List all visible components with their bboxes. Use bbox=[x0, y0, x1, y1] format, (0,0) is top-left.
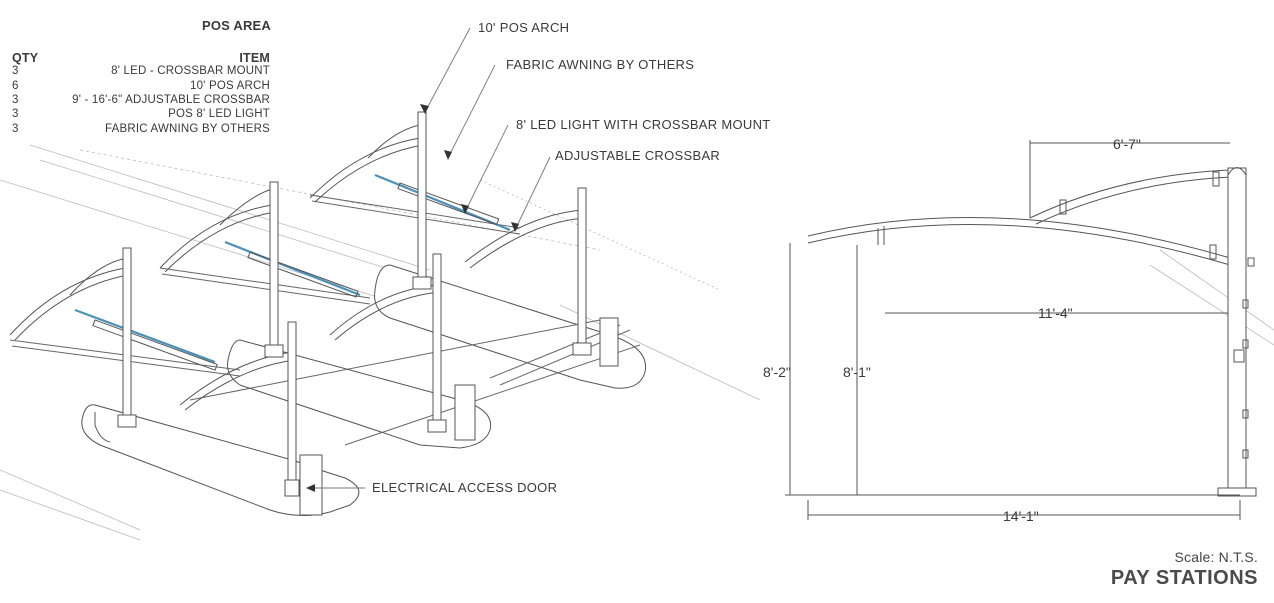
posts bbox=[117, 111, 592, 493]
dim-mid-span: 11'-4" bbox=[1038, 305, 1073, 321]
kiosks bbox=[284, 317, 619, 516]
row-item: 9' - 16'-6" ADJUSTABLE CROSSBAR bbox=[72, 94, 270, 106]
callout-access-door: ELECTRICAL ACCESS DOOR bbox=[372, 480, 558, 495]
row-item: 8' LED - CROSSBAR MOUNT bbox=[111, 65, 270, 77]
dim-base-span: 14'-1" bbox=[1003, 508, 1039, 524]
row-qty: 3 bbox=[12, 65, 19, 77]
callout-crossbar: ADJUSTABLE CROSSBAR bbox=[555, 148, 721, 163]
qty-header: QTY bbox=[12, 51, 39, 65]
elevation-view bbox=[785, 140, 1257, 520]
row-qty: 3 bbox=[12, 123, 19, 135]
table-title: POS AREA bbox=[202, 18, 272, 33]
callout-fabric-awning: FABRIC AWNING BY OTHERS bbox=[506, 57, 695, 72]
scale-note: Scale: N.T.S. bbox=[1174, 549, 1258, 565]
dim-top-span: 6'-7" bbox=[1113, 136, 1141, 152]
row-qty: 6 bbox=[12, 80, 19, 92]
row-item: 10' POS ARCH bbox=[189, 80, 270, 92]
callout-led-light: 8' LED LIGHT WITH CROSSBAR MOUNT bbox=[516, 117, 771, 132]
base-slabs bbox=[81, 264, 647, 516]
leader-lines bbox=[308, 27, 551, 489]
drawing-title: PAY STATIONS bbox=[1110, 567, 1258, 589]
dim-overall-height: 8'-2" bbox=[763, 364, 791, 380]
dim-inner-height: 8'-1" bbox=[843, 364, 871, 380]
item-header: ITEM bbox=[239, 51, 270, 65]
ground-lines bbox=[0, 144, 1274, 541]
row-qty: 3 bbox=[12, 108, 19, 120]
row-item: FABRIC AWNING BY OTHERS bbox=[105, 123, 270, 135]
callout-pos-arch: 10' POS ARCH bbox=[478, 20, 570, 35]
row-item: POS 8' LED LIGHT bbox=[168, 108, 270, 120]
row-qty: 3 bbox=[12, 94, 19, 106]
